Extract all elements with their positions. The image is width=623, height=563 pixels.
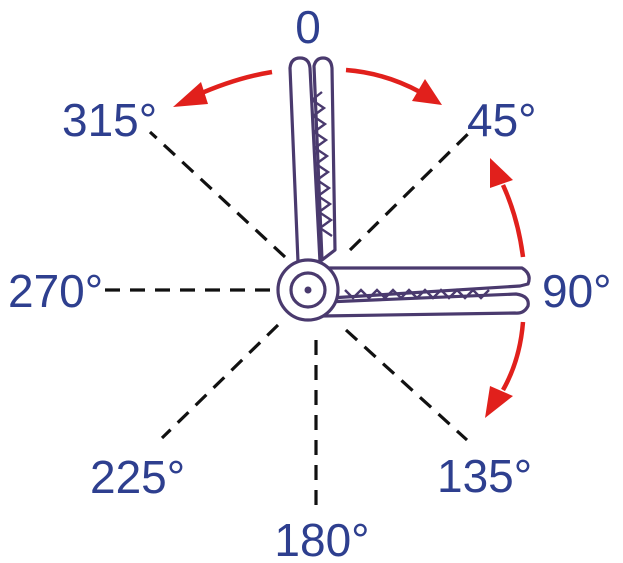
arrow-to-135 [501, 321, 526, 392]
label-0-degrees: 0 [295, 1, 321, 53]
arrow-head-45-from-90 [490, 158, 513, 188]
clamp-lower-teeth [344, 288, 490, 300]
guide-line-135 [344, 328, 469, 442]
clamp-illustration [276, 56, 531, 322]
rotation-arrows [173, 67, 526, 418]
label-270-degrees: 270° [8, 265, 103, 317]
arrow-head-315 [173, 82, 208, 107]
label-90-degrees: 90° [542, 265, 612, 317]
clamp-lower-arm-inner [320, 292, 530, 318]
guide-line-45 [348, 128, 474, 252]
label-315-degrees: 315° [62, 94, 157, 146]
arrow-head-45 [412, 79, 442, 105]
guide-lines [100, 128, 474, 505]
label-180-degrees: 180° [274, 514, 369, 563]
clamp-upper-arm [288, 56, 322, 264]
clamp-hinge-pin [304, 286, 312, 294]
arrow-to-45 [345, 67, 422, 94]
arrow-to-45-from-90 [500, 184, 526, 258]
clamp-upper-teeth [309, 91, 334, 237]
guide-line-315 [148, 130, 287, 259]
clamp-lower-arm [316, 266, 531, 300]
arrow-to-315 [194, 69, 273, 99]
arrow-head-135 [485, 386, 513, 418]
label-225-degrees: 225° [90, 451, 185, 503]
label-135-degrees: 135° [437, 450, 532, 502]
angle-labels: 0 45° 90° 135° 180° 225° 270° 315° [8, 1, 612, 563]
label-45-degrees: 45° [467, 94, 537, 146]
guide-line-225 [160, 323, 280, 440]
